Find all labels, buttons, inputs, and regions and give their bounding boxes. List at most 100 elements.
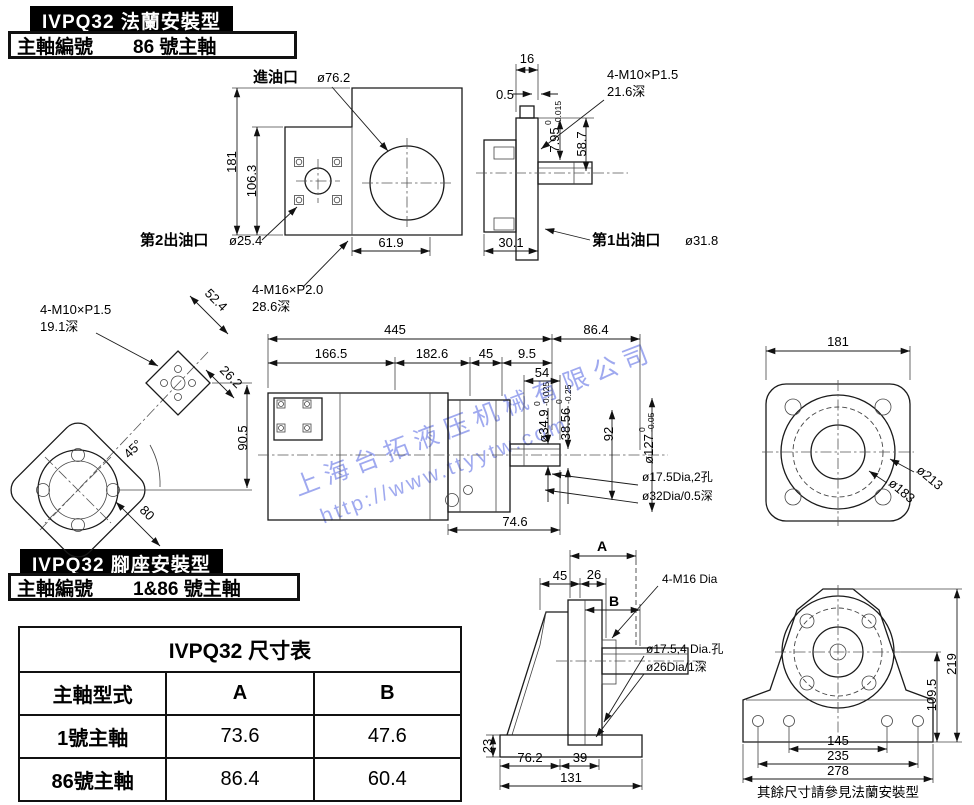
dim-16: 16	[520, 51, 534, 66]
dim-131: 131	[560, 770, 582, 785]
dim-182-6: 182.6	[416, 346, 449, 361]
thread-m10-label: 4-M10×P1.5	[607, 67, 678, 82]
cell-shaft86-a: 86.4	[165, 757, 315, 802]
dim-80: 80	[137, 502, 158, 523]
foot-front-view-outline	[742, 585, 934, 743]
dim-9-5: 9.5	[518, 346, 536, 361]
foot-spindle-box: 主軸編號 1&86 號主軸	[8, 573, 300, 601]
outlet2-bolt-holes	[294, 157, 342, 205]
note-holes-17-5: ø17.5Dia,2孔	[642, 470, 713, 484]
dim-76-2: 76.2	[517, 750, 542, 765]
reference-note: 其餘尺寸請參見法蘭安裝型	[757, 784, 919, 800]
foot-front-dimension-lines	[742, 588, 962, 783]
flange-spindle-label: 主軸編號	[17, 36, 94, 58]
dim-0-5: 0.5	[496, 87, 514, 102]
dim-92: 92	[601, 427, 616, 441]
dim-a: A	[597, 538, 607, 554]
dim-b: B	[609, 593, 619, 609]
dim-166-5: 166.5	[315, 346, 348, 361]
col-header-shaft-type: 主軸型式	[17, 671, 168, 716]
rear-flange-dimension-lines	[95, 295, 252, 547]
dim-52-4: 52.4	[202, 286, 231, 315]
pump-body-outline	[284, 87, 463, 236]
cell-shaft1-b: 47.6	[312, 714, 463, 759]
foot-spindle-label: 主軸編號	[17, 578, 94, 600]
side-view-drawing: 4-M10×P1.5 19.1深 52.4 26.2 45° 80 90.5	[10, 286, 946, 558]
svg-text:-0.05: -0.05	[646, 412, 656, 432]
flange-mount-drawing: 進油口 ø76.2 16 0.5 4-M10×P1.5 21.6深 181 10…	[140, 51, 718, 314]
dim-278: 278	[827, 763, 849, 778]
dim-key-height: 38.56 0 -0.25	[554, 384, 573, 440]
cell-shaft1-a: 73.6	[165, 714, 315, 759]
thread-m16-depth: 28.6深	[252, 299, 290, 314]
dim-7-95: 7.95 0 -0.015	[543, 101, 563, 153]
outlet2-diameter: ø25.4	[229, 233, 262, 248]
dim-26-2: 26.2	[217, 363, 246, 392]
dim-61-9: 61.9	[378, 235, 403, 250]
flange-port-view-centerlines	[296, 138, 452, 228]
dim-213: ø213	[914, 462, 946, 493]
flange-dimension-lines	[232, 64, 605, 288]
dim-74-6: 74.6	[502, 514, 527, 529]
inlet-label: 進油口	[253, 68, 298, 86]
dim-181-flange: 181	[827, 334, 849, 349]
svg-text:0: 0	[637, 427, 647, 432]
note-holes-26: ø26Dia/1深	[646, 660, 707, 674]
svg-text:7.95: 7.95	[547, 127, 562, 152]
svg-text:ø127: ø127	[641, 434, 656, 464]
dim-45-foot: 45	[553, 568, 567, 583]
dim-23: 23	[480, 739, 495, 753]
svg-text:0: 0	[543, 120, 553, 125]
thread-m10-rear-depth: 19.1深	[40, 319, 78, 334]
note-holes-17-5-4: ø17.5,4 Dia.孔	[646, 642, 723, 656]
svg-text:ø34.9: ø34.9	[536, 409, 551, 442]
rear-flange-views	[10, 350, 211, 558]
size-table-title: IVPQ32 尺寸表	[18, 626, 462, 673]
dim-106-3: 106.3	[244, 165, 259, 198]
front-flange-dimension-lines	[765, 346, 915, 484]
cell-shaft86-b: 60.4	[312, 757, 463, 802]
note-holes-32: ø32Dia/0.5深	[642, 489, 713, 503]
thread-m10-depth: 21.6深	[607, 84, 645, 99]
front-flange-face-view	[762, 380, 914, 526]
flange-port-view-outline	[284, 87, 463, 236]
dim-235: 235	[827, 748, 849, 763]
foot-spindle-value: 1&86 號主軸	[133, 578, 241, 600]
thread-m16-label: 4-M16×P2.0	[252, 282, 323, 297]
foot-mount-drawing: A 45 26 B 4-M16 Dia ø17.5,4 Dia.孔 ø26Dia…	[480, 538, 962, 800]
outlet2-label: 第2出油口	[140, 231, 208, 249]
foot-base	[499, 734, 643, 758]
note-m16: 4-M16 Dia	[662, 572, 718, 586]
dim-109-5: 109.5	[924, 679, 939, 712]
flange-shaft-view-outline	[476, 105, 628, 261]
col-header-a: A	[165, 671, 315, 716]
dim-86-4: 86.4	[583, 322, 608, 337]
cell-shaft1: 1號主軸	[17, 714, 168, 759]
svg-text:-0.015: -0.015	[553, 101, 563, 125]
dim-219: 219	[944, 653, 959, 675]
dim-45: 45	[479, 346, 493, 361]
dim-39: 39	[573, 750, 587, 765]
dim-pilot-dia: ø127 0 -0.05	[637, 412, 656, 463]
dim-30-1: 30.1	[498, 235, 523, 250]
cell-shaft86: 86號主軸	[17, 757, 168, 802]
svg-text:-0.25: -0.25	[563, 384, 573, 404]
foot-side-dimension-lines	[486, 550, 659, 790]
table-row: 86號主軸 86.4 60.4	[17, 757, 463, 802]
flange-spindle-box: 主軸編號 86 號主軸	[8, 31, 297, 59]
svg-text:0: 0	[554, 399, 564, 404]
svg-text:-0.025: -0.025	[541, 382, 551, 406]
inlet-diameter: ø76.2	[317, 70, 350, 85]
dim-90-5: 90.5	[235, 425, 250, 450]
outlet1-diameter: ø31.8	[685, 233, 718, 248]
dim-183: ø183	[886, 475, 918, 506]
side-view-dimension-lines	[267, 334, 656, 535]
dim-181: 181	[224, 151, 239, 173]
thread-m10-rear-label: 4-M10×P1.5	[40, 302, 111, 317]
svg-text:0: 0	[532, 401, 542, 406]
size-table: IVPQ32 尺寸表 主軸型式 A B 1號主軸 73.6 47.6 86號主軸…	[17, 626, 463, 802]
dim-26: 26	[587, 567, 601, 582]
dim-shaft-dia: ø34.9 0 -0.025	[532, 382, 551, 443]
